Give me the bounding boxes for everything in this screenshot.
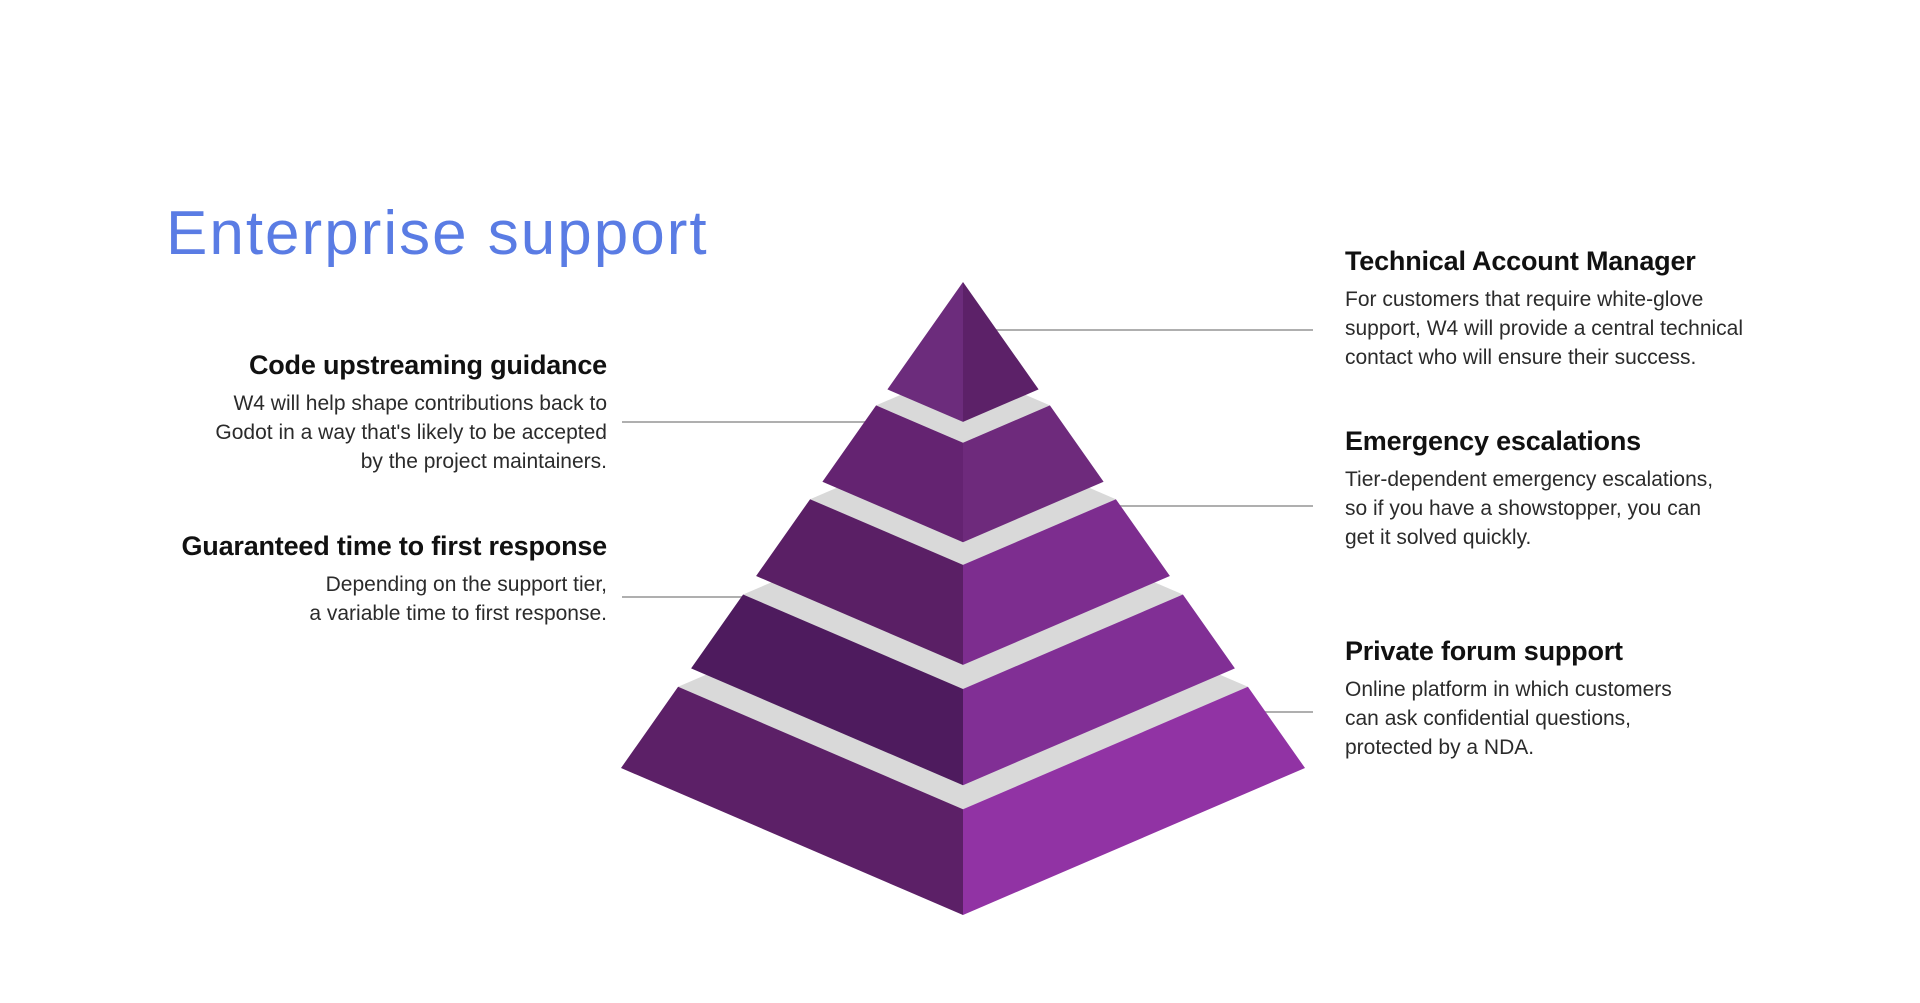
pyramid-tier-1-right-face <box>963 282 1039 422</box>
annotation-technical-account-manager: Technical Account Manager For customers … <box>1345 246 1785 372</box>
pyramid-tier-3-right-face <box>963 499 1170 665</box>
connector-line-code-upstreaming-guidance <box>622 421 865 423</box>
pyramid-tier-2-left-face <box>822 405 963 543</box>
annotation-body: Tier-dependent emergency escalations, so… <box>1345 468 1714 549</box>
connector-line-technical-account-manager <box>996 329 1313 331</box>
annotation-guaranteed-time-to-first-response: Guaranteed time to first response Depend… <box>107 531 607 628</box>
annotation-body: Depending on the support tier, a variabl… <box>309 573 607 625</box>
pyramid-tier-3-left-face <box>756 499 963 665</box>
annotation-heading: Code upstreaming guidance <box>248 350 607 380</box>
annotation-body: Online platform in which customers can a… <box>1345 678 1672 759</box>
annotation-heading: Guaranteed time to first response <box>181 531 607 561</box>
pyramid-tier-1-left-face <box>887 282 963 422</box>
annotation-body: W4 will help shape contributions back to… <box>215 392 607 473</box>
pyramid-tier-4-right-face <box>963 594 1235 786</box>
annotation-heading: Technical Account Manager <box>1345 246 1696 276</box>
connector-line-guaranteed-time-to-first-response <box>622 596 742 598</box>
annotation-emergency-escalations: Emergency escalations Tier-dependent eme… <box>1345 426 1785 552</box>
connector-line-private-forum-support <box>1264 711 1313 713</box>
annotation-heading: Emergency escalations <box>1345 426 1641 456</box>
annotation-body: For customers that require white-glove s… <box>1345 288 1744 369</box>
pyramid-tier-4-left-face <box>691 594 963 786</box>
annotation-heading: Private forum support <box>1345 636 1623 666</box>
pyramid-tier-5-right-face <box>963 686 1305 915</box>
annotation-private-forum-support: Private forum support Online platform in… <box>1345 636 1785 762</box>
pyramid-tier-5-left-face <box>621 686 963 915</box>
page-title: Enterprise support <box>166 199 709 268</box>
annotation-code-upstreaming-guidance: Code upstreaming guidance W4 will help s… <box>107 350 607 476</box>
pyramid-tier-2-right-face <box>963 405 1104 543</box>
pyramid-graphic <box>621 282 1305 915</box>
connector-line-emergency-escalations <box>1118 505 1313 507</box>
